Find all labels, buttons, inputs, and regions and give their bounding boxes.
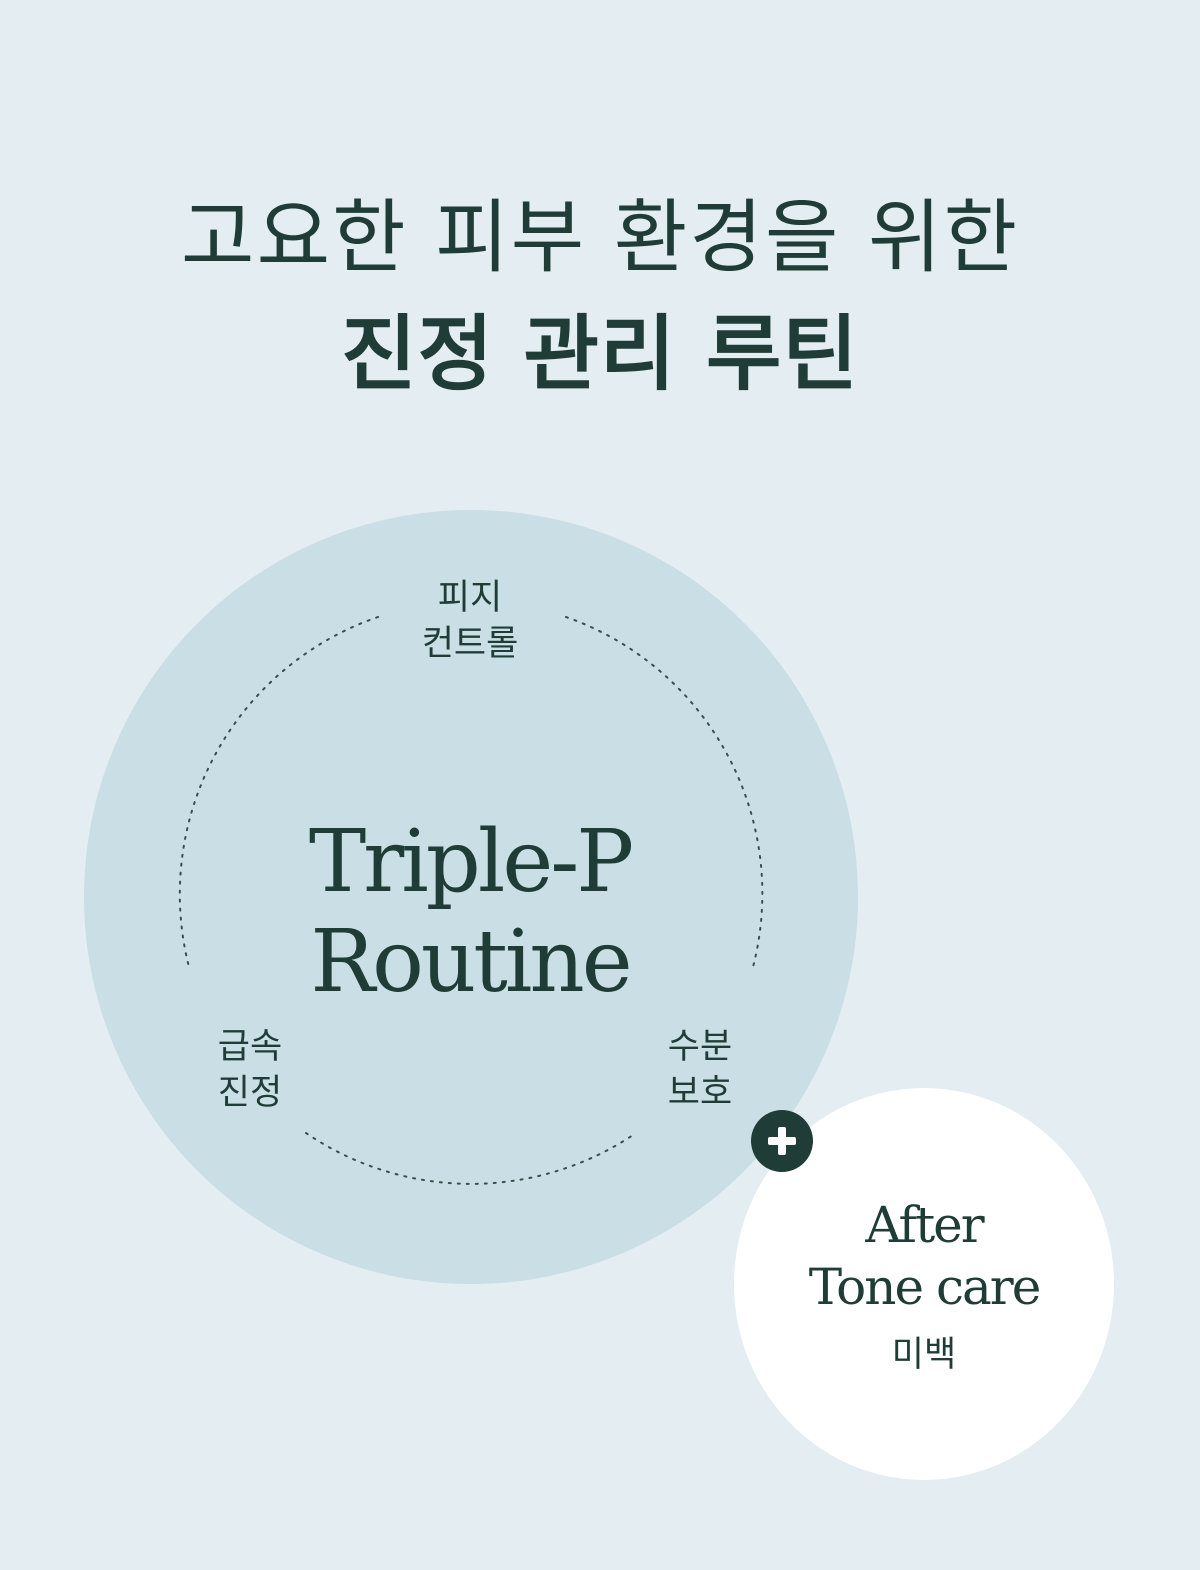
- routine-title-line2: Routine: [310, 912, 632, 1012]
- ring-arc-bottom: [305, 1132, 637, 1185]
- routine-circle: [84, 510, 858, 1284]
- routine-title: Triple-P Routine: [270, 812, 670, 1012]
- step-rapid-soothing-line2: 진정: [217, 1073, 283, 1113]
- ring-arc-left: [178, 616, 379, 968]
- step-rapid-soothing: 급속 진정: [180, 1024, 320, 1116]
- headline-bold: 진정 관리 루틴: [341, 307, 859, 402]
- after-care-title-line1: After: [865, 1196, 984, 1254]
- headline-light: 고요한 피부 환경을 위한: [180, 191, 1020, 284]
- step-sebum-control: 피지 컨트롤: [395, 575, 545, 667]
- plus-icon: [751, 1110, 813, 1172]
- step-moisture-protection-line2: 보호: [667, 1073, 733, 1113]
- step-sebum-control-line2: 컨트롤: [421, 624, 519, 664]
- after-care-subtitle: 미백: [891, 1335, 957, 1375]
- routine-title-line1: Triple-P: [308, 812, 634, 912]
- step-moisture-protection-line1: 수분: [667, 1027, 733, 1067]
- ring-arc-right: [565, 616, 764, 968]
- after-care-title: After Tone care: [734, 1194, 1114, 1318]
- step-rapid-soothing-line1: 급속: [217, 1027, 283, 1067]
- step-sebum-control-line1: 피지: [437, 578, 503, 618]
- step-moisture-protection: 수분 보호: [630, 1024, 770, 1116]
- after-care-title-line2: Tone care: [808, 1258, 1042, 1316]
